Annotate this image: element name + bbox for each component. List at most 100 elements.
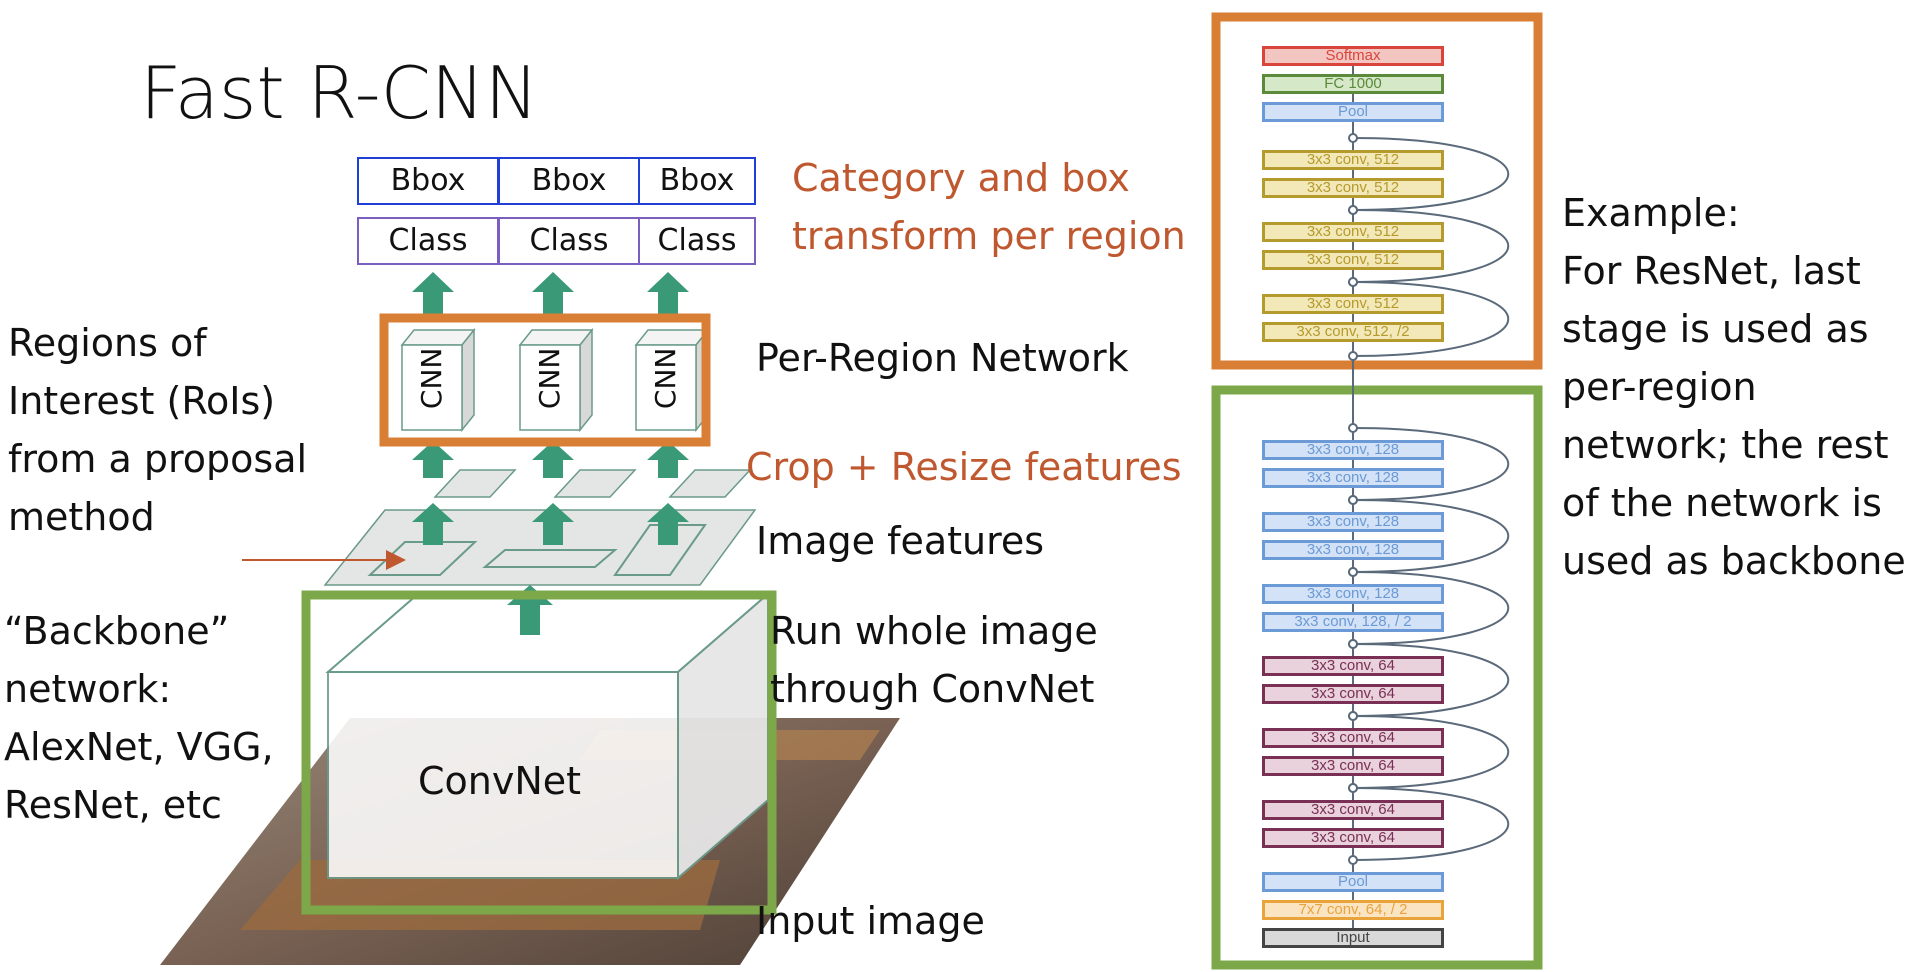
skip-node [1348, 855, 1358, 865]
resnet-layer-4: 3x3 conv, 512 [1262, 150, 1444, 170]
skip-node [1348, 711, 1358, 721]
arrow-crop-2 [532, 441, 574, 478]
skip-connection-5 [1352, 499, 1509, 573]
backbone-label-line2: network: [4, 667, 172, 711]
cnn-label-2: CNN [532, 347, 566, 410]
skip-connection-3 [1352, 281, 1509, 357]
resnet-layer-13: 3x3 conv, 128 [1262, 540, 1444, 560]
example-line4: per-region [1562, 365, 1757, 409]
resnet-layer-8: 3x3 conv, 512 [1262, 294, 1444, 314]
slide-title: Fast R-CNN [140, 51, 539, 135]
example-line3: stage is used as [1562, 307, 1869, 351]
bbox-box-1: Bbox [357, 157, 499, 205]
arrow-crop-3 [647, 441, 689, 478]
roi-3 [613, 524, 707, 576]
resnet-layer-24: Input [1262, 928, 1444, 948]
input-image-label: Input image [756, 899, 985, 943]
example-line7: used as backbone [1562, 539, 1906, 583]
cnn-label-1: CNN [414, 347, 448, 410]
arrow-roi-2 [532, 503, 574, 545]
skip-node [1348, 639, 1358, 649]
roi-1 [367, 541, 478, 576]
skip-connection-9 [1352, 787, 1509, 861]
skip-node [1348, 567, 1358, 577]
resnet-layer-23: 7x7 conv, 64, / 2 [1262, 900, 1444, 920]
resnet-layer-2: FC 1000 [1262, 74, 1444, 94]
resnet-layer-3: Pool [1262, 102, 1444, 122]
category-box-label-line1: Category and box [792, 156, 1130, 200]
backbone-label-line4: ResNet, etc [4, 783, 222, 827]
skip-connection-6 [1352, 571, 1509, 645]
resnet-layer-16: 3x3 conv, 64 [1262, 656, 1444, 676]
cnn-cube-1 [400, 327, 476, 433]
arrow-head-2 [532, 272, 574, 315]
resnet-layer-1: Softmax [1262, 46, 1444, 66]
example-line5: network; the rest [1562, 423, 1889, 467]
per-region-network-label: Per-Region Network [756, 336, 1129, 380]
resnet-layer-19: 3x3 conv, 64 [1262, 756, 1444, 776]
crop-plane-3 [668, 469, 752, 498]
resnet-layer-12: 3x3 conv, 128 [1262, 512, 1444, 532]
resnet-layer-18: 3x3 conv, 64 [1262, 728, 1444, 748]
backbone-label-line3: AlexNet, VGG, [4, 725, 274, 769]
cnn-cube-2 [518, 327, 594, 433]
arrow-roi-3 [647, 503, 689, 545]
bbox-box-3: Bbox [638, 157, 756, 205]
resnet-layer-10: 3x3 conv, 128 [1262, 440, 1444, 460]
run-whole-label-line2: through ConvNet [770, 667, 1095, 711]
class-box-3: Class [638, 217, 756, 265]
skip-node [1348, 351, 1358, 361]
rois-label-line2: Interest (RoIs) [8, 379, 276, 423]
resnet-layer-9: 3x3 conv, 512, /2 [1262, 322, 1444, 342]
resnet-layer-5: 3x3 conv, 512 [1262, 178, 1444, 198]
skip-connection-2 [1352, 209, 1509, 283]
resnet-layer-15: 3x3 conv, 128, / 2 [1262, 612, 1444, 632]
arrow-head-3 [647, 272, 689, 315]
resnet-layer-21: 3x3 conv, 64 [1262, 828, 1444, 848]
category-box-label-line2: transform per region [792, 214, 1186, 258]
skip-connection-4 [1352, 427, 1509, 501]
arrow-head-1 [412, 272, 454, 315]
skip-node [1348, 495, 1358, 505]
rois-label-line4: method [8, 495, 155, 539]
resnet-layer-7: 3x3 conv, 512 [1262, 250, 1444, 270]
rois-label-line3: from a proposal [8, 437, 308, 481]
class-box-2: Class [498, 217, 640, 265]
cnn-label-3: CNN [648, 347, 682, 410]
example-line6: of the network is [1562, 481, 1882, 525]
skip-node [1348, 205, 1358, 215]
resnet-head-frame [1211, 12, 1543, 370]
backbone-frame [301, 590, 777, 915]
backbone-label-line1: “Backbone” [4, 609, 230, 653]
example-line1: Example: [1562, 191, 1740, 235]
resnet-layer-20: 3x3 conv, 64 [1262, 800, 1444, 820]
skip-connection-7 [1352, 643, 1509, 717]
arrow-roi-1 [412, 503, 454, 545]
skip-connection-8 [1352, 715, 1509, 789]
arrow-crop-1 [412, 441, 454, 478]
example-line2: For ResNet, last [1562, 249, 1861, 293]
crop-resize-label: Crop + Resize features [746, 445, 1182, 489]
resnet-skip-connections [1348, 66, 1509, 928]
resnet-layer-6: 3x3 conv, 512 [1262, 222, 1444, 242]
roi-2 [482, 549, 618, 568]
resnet-layer-22: Pool [1262, 872, 1444, 892]
crop-plane-1 [433, 469, 517, 498]
skip-node [1348, 277, 1358, 287]
rois-label-line1: Regions of [8, 321, 207, 365]
per-region-frame [379, 313, 711, 447]
skip-node [1348, 133, 1358, 143]
run-whole-label-line1: Run whole image [770, 609, 1098, 653]
skip-node [1348, 783, 1358, 793]
bbox-box-2: Bbox [498, 157, 640, 205]
resnet-layer-11: 3x3 conv, 128 [1262, 468, 1444, 488]
convnet-label: ConvNet [418, 759, 582, 803]
resnet-layer-17: 3x3 conv, 64 [1262, 684, 1444, 704]
class-box-1: Class [357, 217, 499, 265]
crop-plane-2 [553, 469, 637, 498]
resnet-layer-14: 3x3 conv, 128 [1262, 584, 1444, 604]
convnet-cube-front [327, 671, 679, 879]
skip-connection-1 [1352, 137, 1509, 211]
